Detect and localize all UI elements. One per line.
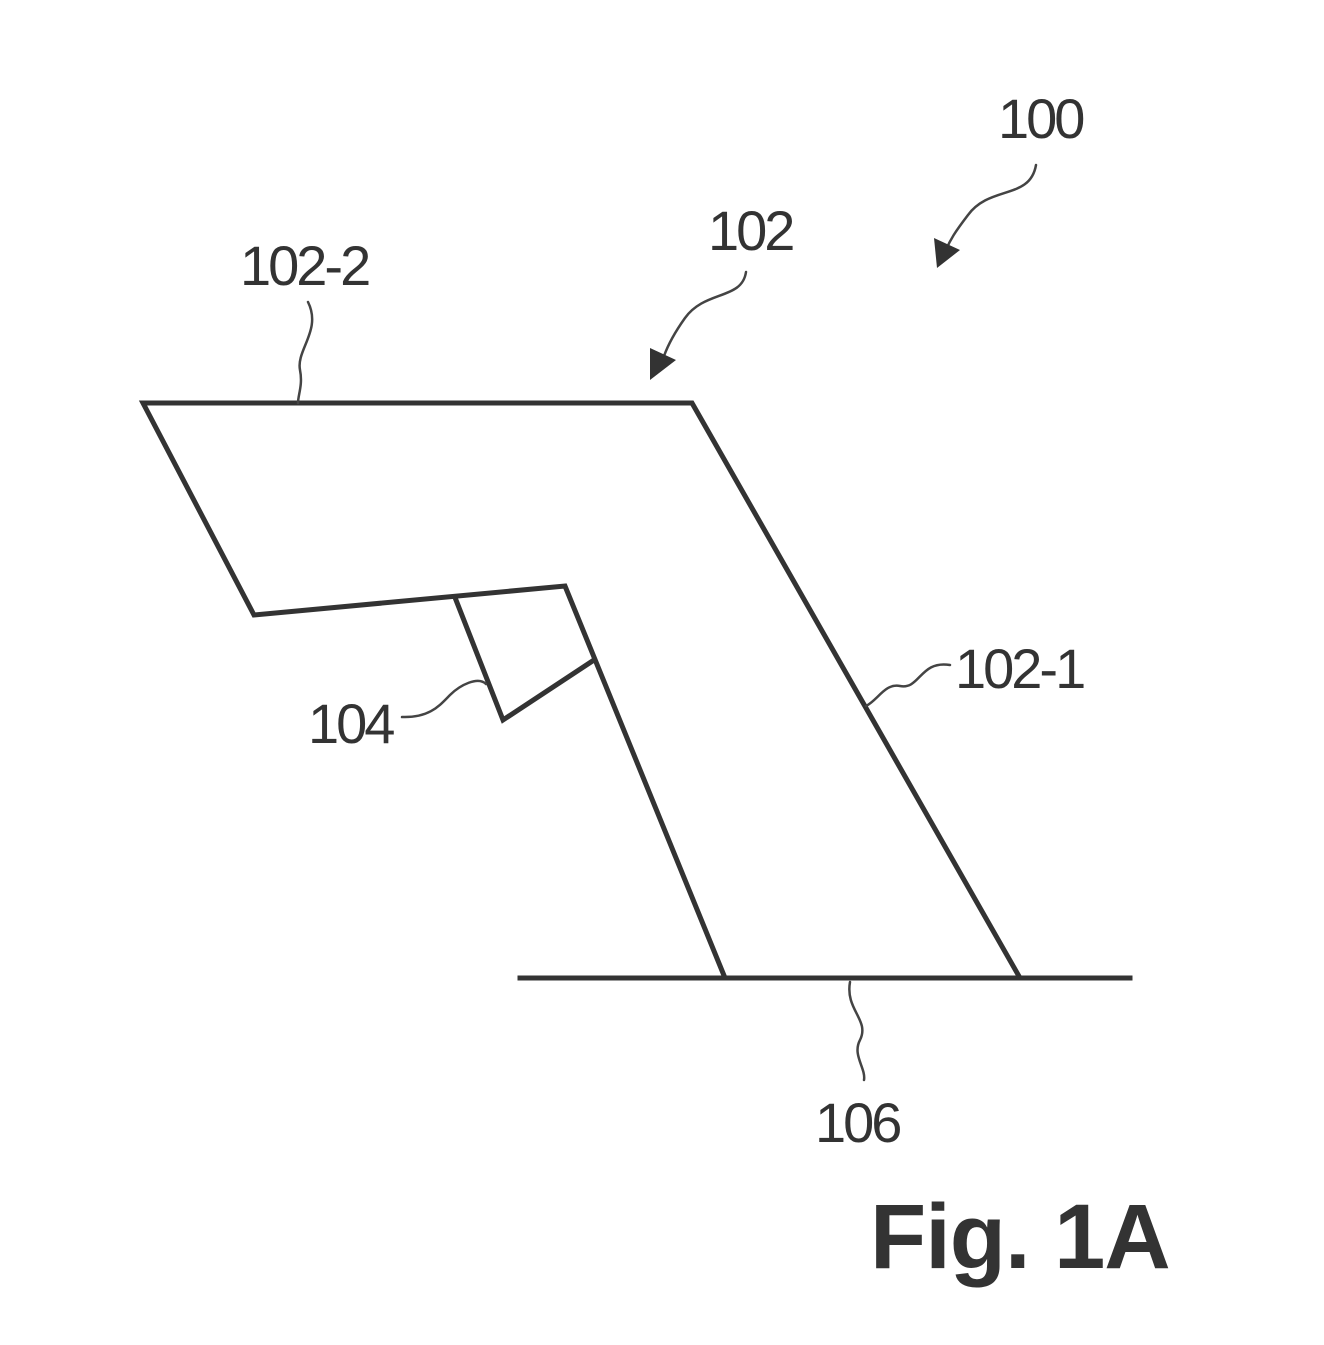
label-106: 106 bbox=[815, 1091, 900, 1154]
housing-outline bbox=[138, 400, 1025, 981]
figure-caption: Fig. 1A bbox=[870, 1186, 1170, 1288]
arrow-102-head bbox=[650, 348, 676, 380]
arrow-100-leader bbox=[944, 163, 1038, 252]
arrow-100-head bbox=[934, 238, 960, 268]
component-104-outline bbox=[452, 596, 598, 724]
label-102: 102 bbox=[708, 199, 793, 262]
leader-102-2 bbox=[296, 300, 314, 405]
label-100: 100 bbox=[998, 87, 1083, 150]
label-102-1: 102-1 bbox=[955, 637, 1084, 700]
leader-102-1 bbox=[864, 663, 952, 708]
label-104: 104 bbox=[308, 692, 394, 755]
label-102-2: 102-2 bbox=[240, 234, 369, 297]
arrow-102-leader bbox=[662, 270, 748, 358]
leader-106 bbox=[848, 980, 866, 1082]
leader-104 bbox=[400, 679, 488, 719]
